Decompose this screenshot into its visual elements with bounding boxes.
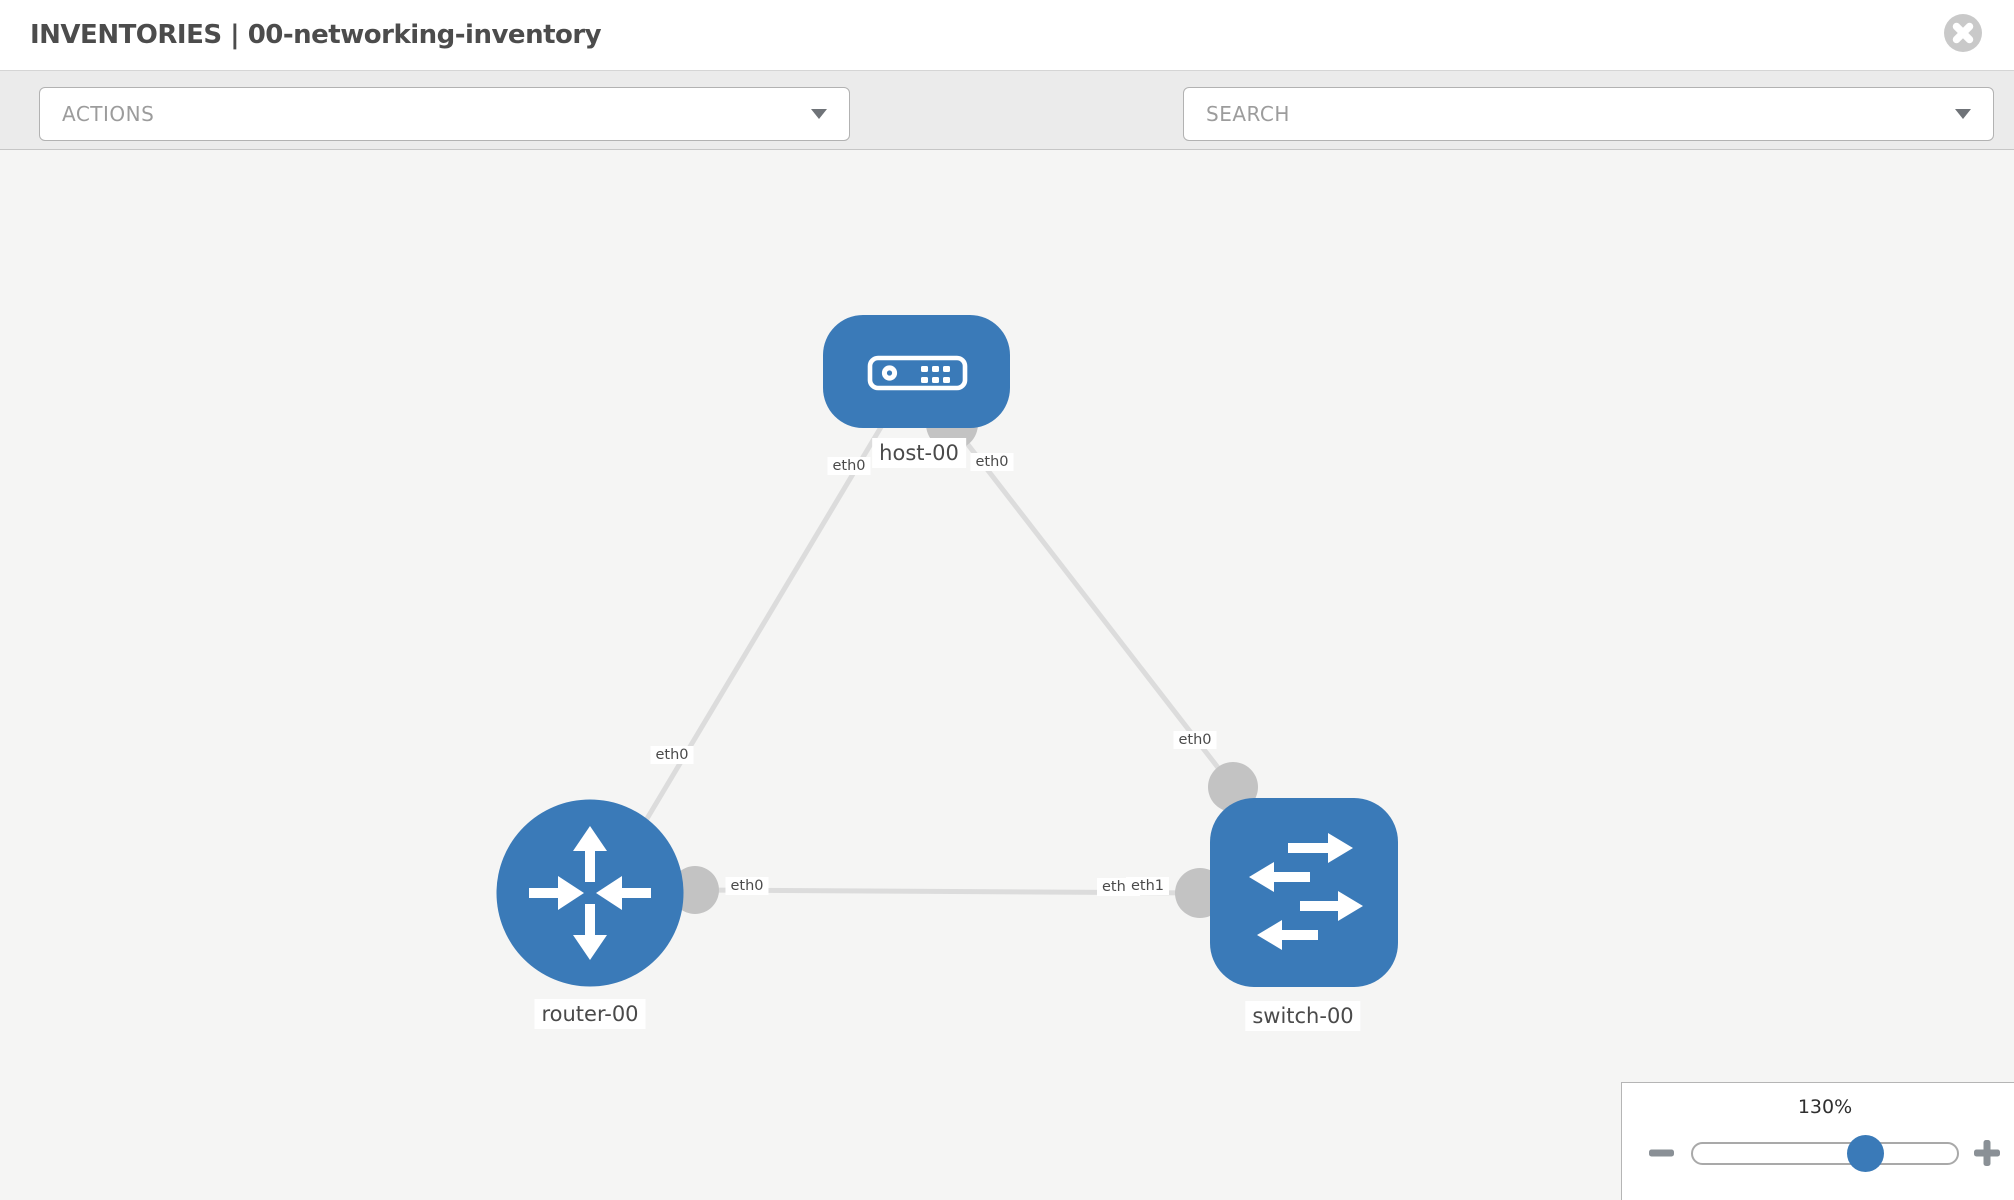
switch-icon [1249,833,1363,950]
host-icon [867,355,968,391]
chevron-down-icon [1955,109,1971,119]
actions-dropdown[interactable]: ACTIONS [39,87,850,141]
zoom-slider-thumb[interactable] [1847,1135,1884,1172]
page-title: INVENTORIES | 00-networking-inventory [30,20,602,50]
search-dropdown[interactable]: SEARCH [1183,87,1994,141]
close-icon [1944,14,1982,52]
zoom-panel: 130% [1621,1082,2014,1200]
topology-canvas[interactable]: host-00 router-00 switch-00 eth0 eth0 et… [0,150,2014,1200]
toolbar: ACTIONS SEARCH [0,71,2014,197]
chevron-down-icon [811,109,827,119]
plus-icon [1974,1140,2000,1166]
link-router-switch[interactable] [694,887,1201,896]
node-router[interactable] [496,799,684,987]
search-dropdown-label: SEARCH [1206,102,1290,126]
minus-icon [1649,1149,1674,1157]
link-host-router[interactable] [642,410,893,824]
zoom-slider[interactable] [1691,1135,1959,1172]
close-button[interactable] [1944,14,1982,52]
link-host-switch[interactable] [950,422,1235,789]
actions-dropdown-label: ACTIONS [62,102,155,126]
node-switch[interactable] [1210,798,1398,987]
router-icon [529,826,651,960]
zoom-out-button[interactable] [1648,1139,1676,1167]
header: INVENTORIES | 00-networking-inventory [0,0,2014,71]
link-lines [642,410,1235,896]
node-host[interactable] [823,315,1010,428]
zoom-in-button[interactable] [1973,1139,2001,1167]
zoom-level: 130% [1797,1096,1853,1118]
